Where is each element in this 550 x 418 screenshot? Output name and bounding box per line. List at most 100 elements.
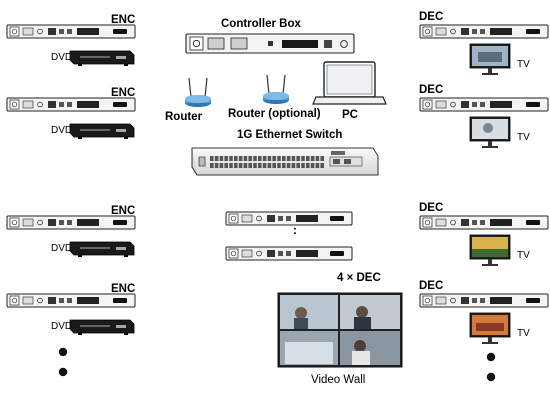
encoder-unit (6, 215, 136, 230)
switch-port (291, 163, 296, 168)
switch-port (315, 163, 320, 168)
tv-icon (469, 234, 511, 266)
decoder-unit (419, 24, 549, 39)
switch-port (320, 163, 324, 168)
switch-port (282, 156, 286, 161)
decoder-label: DEC (419, 11, 443, 23)
wall-decoder-count-label: 4 × DEC (337, 272, 381, 284)
switch-port (248, 156, 252, 161)
switch-port (277, 163, 281, 168)
more-encoders-dot (58, 347, 68, 357)
switch-port (262, 163, 267, 168)
router-label: Router (165, 111, 203, 123)
switch-port (277, 156, 281, 161)
switch-port (286, 156, 291, 161)
dvd-player-icon (69, 50, 135, 66)
switch-port (214, 163, 219, 168)
dvd-player-icon (69, 319, 135, 335)
switch-port (243, 156, 248, 161)
tv-icon (469, 43, 511, 75)
switch-port (306, 156, 310, 161)
dvd-player-icon (69, 123, 135, 139)
switch-port (272, 163, 276, 168)
switch-port (253, 156, 257, 161)
video-wall-icon (277, 292, 403, 368)
router-icon (263, 74, 289, 104)
wall-decoder-stack (225, 211, 353, 261)
switch-port (243, 163, 248, 168)
left-bracket-mid-link (135, 104, 148, 222)
controller-box-label: Controller Box (221, 18, 301, 30)
wall-decoder-ellipsis: : (293, 223, 297, 237)
decoder-label: DEC (419, 84, 443, 96)
switch-port (258, 156, 262, 161)
switch-port (248, 163, 252, 168)
switch-port (210, 163, 214, 168)
network-switch-icon (191, 147, 379, 176)
switch-port (210, 156, 214, 161)
switch-port (234, 156, 238, 161)
more-decoders-dot (486, 372, 496, 382)
wall-decoder-unit (225, 246, 353, 261)
switch-port (282, 163, 286, 168)
more-encoders-dot (58, 367, 68, 377)
encoder-unit (6, 24, 136, 39)
switch-port (301, 156, 305, 161)
switch-port (258, 163, 262, 168)
switch-port (296, 156, 300, 161)
router-optional-label: Router (optional) (228, 108, 321, 120)
tv-label: TV (517, 132, 530, 143)
encoder-label: ENC (111, 283, 135, 295)
more-decoders-dot (486, 352, 496, 362)
switch-port (315, 156, 320, 161)
switch-port (286, 163, 291, 168)
decoder-label: DEC (419, 202, 443, 214)
dvd-label: DVD (51, 321, 72, 332)
switch-port (296, 163, 300, 168)
switch-port (219, 163, 224, 168)
left-bracket-line (135, 31, 148, 300)
switch-port (238, 163, 243, 168)
controller-to-router-link (237, 53, 262, 95)
switch-port (267, 163, 272, 168)
pc-label: PC (342, 109, 358, 121)
router-icon (185, 77, 211, 107)
tv-label: TV (517, 328, 530, 339)
decoder-unit (419, 293, 549, 308)
switch-port (262, 156, 267, 161)
switch-port (224, 163, 228, 168)
wall-decoder-unit (225, 211, 353, 226)
decoder-label: DEC (419, 280, 443, 292)
video-wall-label: Video Wall (311, 374, 365, 386)
switch-port (214, 156, 219, 161)
switch-port (306, 163, 310, 168)
switch-port (310, 156, 315, 161)
switch-port (320, 156, 324, 161)
dvd-label: DVD (51, 125, 72, 136)
dvd-label: DVD (51, 243, 72, 254)
decoder-column: DEC TV DEC TV DEC TV DEC TV (419, 11, 549, 344)
decoder-unit (419, 215, 549, 230)
switch-port (310, 163, 315, 168)
switch-port (229, 156, 233, 161)
switch-port (229, 163, 233, 168)
laptop-icon (312, 61, 387, 105)
switch-port (234, 163, 238, 168)
switch-port (301, 163, 305, 168)
tv-icon (469, 312, 511, 344)
switch-port (291, 156, 296, 161)
switch-port (272, 156, 276, 161)
right-bracket-line (407, 31, 420, 300)
tv-label: TV (517, 59, 530, 70)
switch-port (219, 156, 224, 161)
decoder-unit (419, 97, 549, 112)
tv-icon (469, 116, 511, 148)
tv-label: TV (517, 250, 530, 261)
switch-port (238, 156, 243, 161)
switch-port (224, 156, 228, 161)
encoder-unit (6, 293, 136, 308)
switch-port (253, 163, 257, 168)
